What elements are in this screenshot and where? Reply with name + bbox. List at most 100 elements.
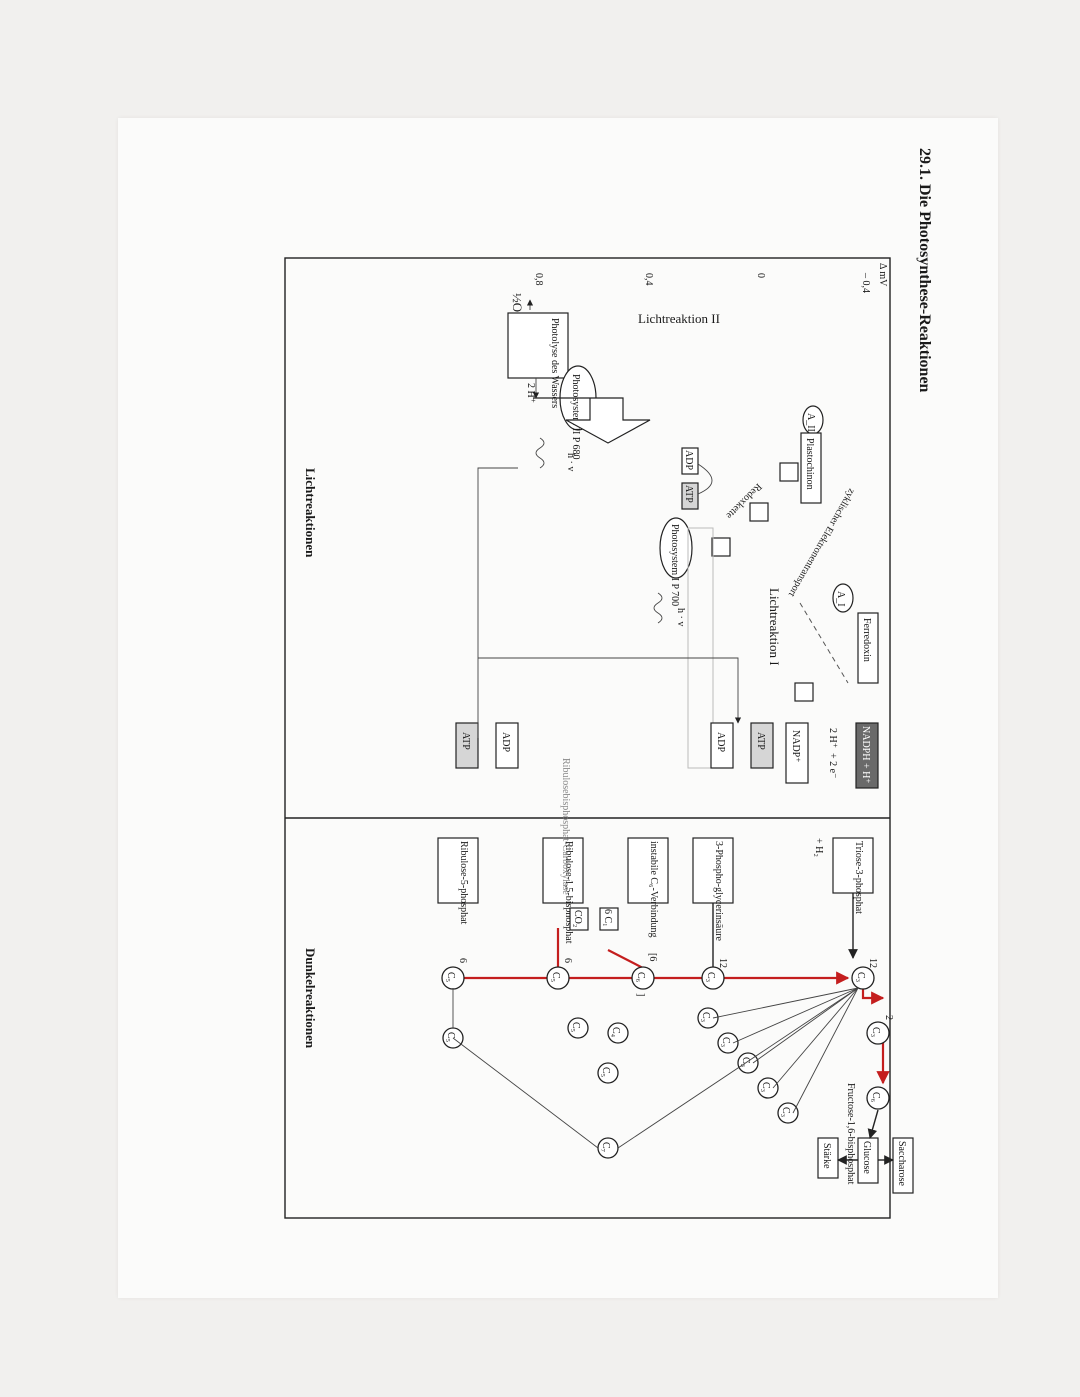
sucrose-label: Saccharose [896, 1141, 907, 1187]
c3-text-pga: C₃ [705, 972, 716, 982]
six-c1-label: 6 C₁ [602, 909, 613, 927]
c3-text-12: C₃ [855, 972, 866, 982]
regen-line-3 [752, 987, 859, 1064]
regen-line-6 [617, 987, 859, 1149]
ps1-ellipse [659, 517, 693, 579]
regen-line-5 [712, 987, 859, 1019]
rotated-figure: 29.1. Die Photosynthese-Reaktionen Δ mV … [284, 148, 933, 1219]
cyclic-return-line [799, 602, 849, 684]
c3-regen-5-text: C₃ [780, 1107, 791, 1117]
c3-circle-12 [851, 966, 875, 990]
c6-circle-fbp [866, 1086, 890, 1110]
regen-line-2 [772, 987, 859, 1089]
two-h-plus-label: 2 H⁺ [525, 383, 536, 403]
c3-regen-3-text: C₃ [740, 1057, 751, 1067]
lr1-label: Lichtreaktion I [767, 588, 782, 666]
atp-box-right [750, 722, 774, 769]
adp-small-label: ADP [683, 450, 694, 470]
c3-regen-1-text: C₃ [700, 1012, 711, 1022]
c5-text-rubp: C₅ [550, 972, 561, 982]
atp-right-label: ATP [755, 732, 766, 750]
c5-regen-1 [567, 1017, 589, 1039]
rubp-box [542, 837, 584, 904]
axis-tick-minus04: – 0,4 [860, 272, 871, 293]
c6-text-fbp: C₆ [870, 1092, 881, 1103]
c5-regen-1-text: C₅ [570, 1022, 581, 1032]
sheet: 29.1. Die Photosynthese-Reaktionen Δ mV … [118, 118, 998, 1298]
adp-right-label: ADP [715, 732, 726, 752]
hv-ps2-label: h · v [565, 453, 576, 471]
ferredoxin-label: Ferredoxin [861, 618, 872, 662]
ru5p-label: Ribulose-5-phosphat [458, 841, 469, 925]
c4-regen [607, 1022, 629, 1044]
hv-ps1-label: h · v [675, 608, 686, 626]
instabile-label: instabile C₆-Verbindung [648, 841, 659, 938]
calvin-red-out [861, 988, 885, 1005]
c3-regen-1 [697, 1007, 719, 1029]
bracketclose-label: ] [635, 993, 646, 996]
c5-text-ru5p: C₅ [445, 972, 456, 982]
nadp-box [785, 722, 809, 784]
c3-circle-2 [866, 1021, 890, 1045]
triose-label: Triose-3-phosphat [853, 841, 864, 914]
n12-label-top: 12 [867, 958, 878, 968]
photon-wave-ps1 [653, 592, 663, 624]
c3-regen-2 [717, 1032, 739, 1054]
regen-line-1 [792, 987, 859, 1114]
pga-box [692, 837, 734, 904]
plastochinon-label: Plastochinon [804, 438, 815, 490]
figure-title: 29.1. Die Photosynthese-Reaktionen [916, 148, 933, 393]
figure-frame [284, 257, 891, 1219]
c7-regen-text: C₇ [600, 1142, 611, 1152]
bracket6-label: [6 [647, 953, 658, 961]
pga-label: 3-Phospho-glycerinsäure [713, 841, 724, 942]
rubisco-label: Ribulosebisphosphat-Carboxylase [560, 758, 571, 895]
nadph-box [855, 722, 879, 789]
c6-circle-unstable [631, 966, 655, 990]
fbp-label: Fructose-1,6-bisphosphat [845, 1083, 856, 1185]
co2-box [569, 907, 589, 931]
nadph-label: NADPH + H⁺ [860, 726, 871, 784]
atp-supply-line [477, 467, 518, 738]
glucose-label: Glucose [861, 1141, 872, 1174]
atp-bottom-label: ATP [460, 732, 471, 750]
carrier-box-4 [794, 682, 814, 702]
axis-tick-04: 0,4 [643, 273, 654, 286]
ps2-label: Photosystem II P 680 [570, 374, 581, 459]
carrier-box-2 [749, 502, 769, 522]
axis-tick-0: 0 [755, 273, 766, 278]
sucrose-box [892, 1137, 914, 1194]
c5-regen-3-text: C₅ [445, 1032, 456, 1042]
c5-regen-2-text: C₅ [600, 1067, 611, 1077]
lr2-label: Lichtreaktion II [638, 311, 720, 326]
a1-label: A_I [835, 591, 846, 607]
c3-regen-4-text: C₃ [760, 1082, 771, 1092]
c3-regen-2-text: C₃ [720, 1037, 731, 1047]
a2-label: A_II [805, 413, 816, 432]
axis-tick-08: 0,8 [533, 273, 544, 286]
adp-box-right [710, 722, 734, 769]
rubp-label: Ribulose-1,5-bisphosphat [563, 841, 574, 944]
plastochinon-box [800, 432, 822, 504]
photolysis-label: Photolyse des Wassers [549, 318, 560, 408]
adp-box-bottom [495, 722, 519, 769]
axis-unit: Δ mV [877, 263, 888, 287]
c5-regen-2 [597, 1062, 619, 1084]
n6-label-rubp: 6 [562, 958, 573, 963]
photolysis-box [507, 312, 569, 379]
n12-label-pga: 12 [717, 958, 728, 968]
triose-box [832, 837, 874, 894]
atp-box-bottom [455, 722, 479, 769]
regen-line-4 [732, 987, 859, 1044]
atp-small-label: ATP [683, 485, 694, 503]
n6-label-ru5p: 6 [457, 958, 468, 963]
c3-regen-4 [757, 1077, 779, 1099]
lr1-arrow [687, 527, 714, 769]
atp-box-small [681, 482, 699, 510]
two-h-label: 2 H⁺ [827, 728, 838, 748]
co2-label: CO₂ [572, 910, 583, 927]
plus-h2-label: + H₂ [813, 838, 824, 857]
atp-supply-branch [478, 657, 742, 724]
atp-synth-arc [697, 463, 713, 495]
c6-text-unstable: C₆ [635, 972, 646, 983]
